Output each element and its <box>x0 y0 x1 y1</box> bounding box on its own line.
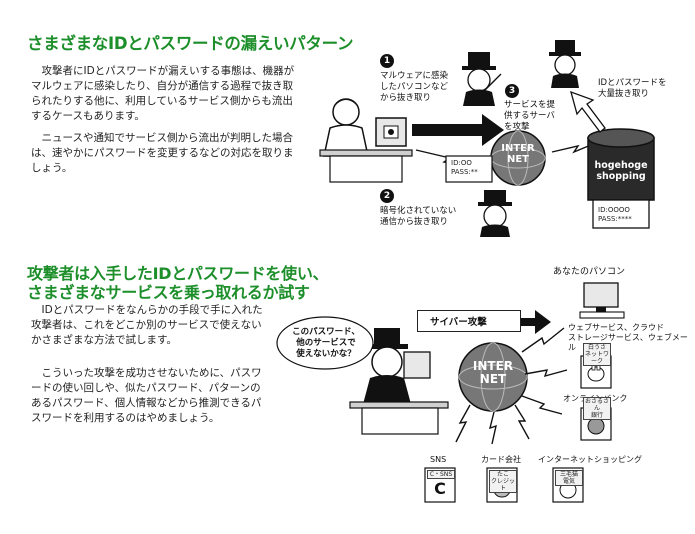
shop-service-name: 三毛猫 電気 <box>555 470 583 486</box>
bolt-icon <box>455 404 471 443</box>
section2-heading-line-2: さまざまなサービスを乗っ取れるか試す <box>27 283 310 302</box>
bolt-icon <box>521 327 565 353</box>
section1-heading: さまざまなIDとパスワードの漏えいパターン <box>27 34 354 53</box>
credential-card-icon <box>445 155 493 183</box>
big-arrow-icon <box>412 114 504 146</box>
section2-paragraph-1: IDとパスワードをなんらかの手段で手に入れた攻撃者は、これをどこか別のサービスで… <box>31 304 263 346</box>
cyber-attack-label: サイバー攻撃 <box>417 310 521 332</box>
attack-arrow-icon <box>521 310 551 334</box>
your-pc-label: あなたのパソコン <box>553 267 626 277</box>
step-1-badge: 1 <box>380 54 394 68</box>
shop-name: hogehoge shopping <box>594 160 648 182</box>
step-3-label: サービスを提 供するサーバ を攻撃 <box>504 100 556 132</box>
internet-globe-2 <box>458 342 528 412</box>
internet-label-2: INTER NET <box>472 359 514 386</box>
attacker-figure <box>462 52 496 106</box>
step-2-label: 暗号化されていない 通信から抜き取り <box>380 206 457 227</box>
bolt-icon <box>489 411 497 445</box>
thought-text: このパスワード、 他のサービスで 使えないかな？ <box>292 327 360 359</box>
sns-service-name: C・SNS <box>427 470 455 479</box>
internet-label-1: INTER NET <box>501 143 535 165</box>
bank-service-name: おさるさん 銀行 <box>583 397 611 420</box>
svg-text:C: C <box>434 479 446 498</box>
your-pc-icon <box>579 282 625 319</box>
step-2-badge: 2 <box>380 189 394 203</box>
card-company-label: カード会社 <box>481 455 521 464</box>
leak-arrow-icon <box>570 90 606 133</box>
network-service-name: 白うさ ネットワーク <box>583 343 611 366</box>
bolt-icon <box>514 404 530 440</box>
attacker-figure <box>478 190 512 237</box>
section2-paragraph-2: こういった攻撃を成功させないために、パスワードの使い回しや、似たパスワード、パタ… <box>31 367 262 424</box>
section1-paragraph-2: ニュースや通知でサービス側から流出が判明した場合は、速やかにパスワードを変更する… <box>31 132 294 174</box>
thought-bubble <box>276 316 374 370</box>
sns-label: SNS <box>430 455 447 464</box>
credential-card-text: ID:OO PASS:** <box>451 159 478 176</box>
section1-paragraph-1: 攻撃者にIDとパスワードが漏えいする事態は、機器がマルウェアに感染したり、自分が… <box>31 65 295 122</box>
bolt-icon <box>521 395 563 415</box>
section2-heading-line-1: 攻撃者は入手したIDとパスワードを使い、 <box>27 264 329 283</box>
cloud-services-label: ウェブサービス、クラウド ストレージサービス、ウェブメール <box>568 323 688 352</box>
shopping-server-icon <box>587 128 655 229</box>
internet-shopping-label: インターネットショッピング <box>538 455 642 464</box>
shop-credentials: ID:OOOO PASS:**** <box>598 206 632 223</box>
infected-pc-icon <box>375 117 407 147</box>
attacker-at-desk <box>349 328 449 435</box>
card-service-name: たこ クレジット <box>489 470 517 493</box>
mass-leak-label: IDとパスワードを 大量抜き取り <box>598 78 667 99</box>
step-3-badge: 3 <box>505 84 519 98</box>
bolt-icon <box>551 141 599 154</box>
bolt-icon <box>524 369 568 378</box>
user-figure-1 <box>319 98 413 183</box>
step-1-label: マルウェアに感染 したパソコンなど から抜き取り <box>380 71 449 103</box>
attacker-figure <box>549 40 581 88</box>
